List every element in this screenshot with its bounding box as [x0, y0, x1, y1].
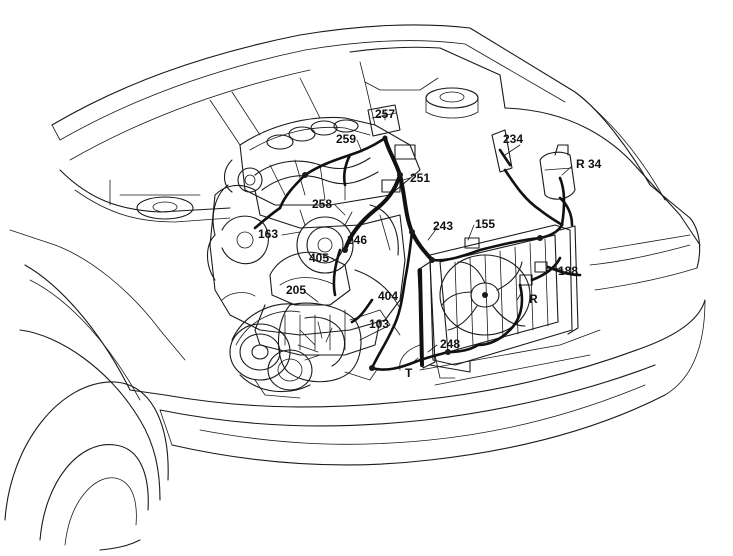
radiator-assembly — [399, 224, 579, 379]
label-404: 404 — [378, 289, 398, 303]
label-251: 251 — [410, 171, 430, 185]
label-243: 243 — [433, 219, 453, 233]
label-r: R — [529, 292, 538, 306]
label-103: 103 — [369, 317, 389, 331]
label-205: 205 — [286, 283, 306, 297]
label-246: 246 — [347, 233, 367, 247]
wiring-harness — [253, 136, 582, 371]
label-257: 257 — [375, 107, 395, 121]
label-t: T — [405, 366, 413, 380]
label-188: 188 — [558, 264, 578, 278]
label-163: 163 — [258, 227, 278, 241]
label-248: 248 — [440, 337, 460, 351]
label-234: 234 — [503, 132, 523, 146]
label-259: 259 — [336, 132, 356, 146]
label-155: 155 — [475, 217, 495, 231]
car-body-outline — [4, 24, 706, 551]
label-r34: R 34 — [576, 157, 602, 171]
module-components — [367, 104, 576, 286]
leader-lines — [281, 109, 573, 364]
alternator-assembly — [221, 292, 391, 399]
callout-labels: 257 259 234 R 34 251 258 163 246 243 155… — [258, 107, 602, 380]
label-258: 258 — [312, 197, 332, 211]
label-405: 405 — [309, 251, 329, 265]
